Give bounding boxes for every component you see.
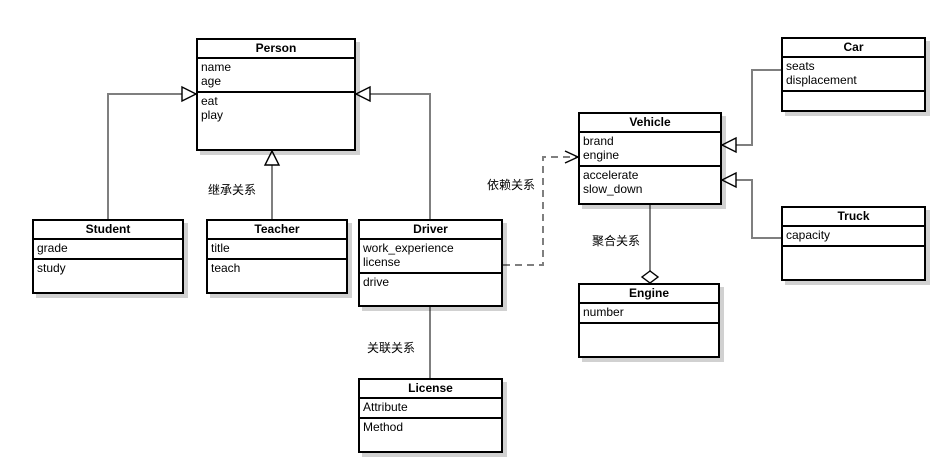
class-box-truck[interactable]: Truck capacity <box>781 206 926 281</box>
class-operations-engine <box>580 324 718 356</box>
class-operations-car <box>783 92 924 110</box>
operation-item: eat <box>201 94 218 108</box>
attribute-item: work_experience <box>363 241 454 255</box>
attribute-item: title <box>211 241 230 255</box>
edge-driver-person[interactable] <box>354 85 431 219</box>
operation-item: Method <box>363 420 404 434</box>
class-attributes-student: grade <box>34 240 182 260</box>
edge-truck-vehicle[interactable] <box>720 171 781 239</box>
operation-item: slow_down <box>583 182 643 196</box>
class-attributes-engine: number <box>580 304 718 324</box>
class-box-teacher[interactable]: Teacher title teach <box>206 219 348 294</box>
class-name-car: Car <box>783 39 924 58</box>
class-box-driver[interactable]: Driver work_experience license drive <box>358 219 503 307</box>
operation-item: study <box>37 261 66 275</box>
attribute-item: Attribute <box>363 400 408 414</box>
class-attributes-license: Attribute <box>360 399 501 419</box>
class-name-license: License <box>360 380 501 399</box>
edge-car-vehicle[interactable] <box>720 69 781 154</box>
dependency-arrowhead <box>564 150 579 164</box>
class-attributes-car: seats displacement <box>783 58 924 92</box>
edge-label-aggregation: 聚合关系 <box>592 234 641 248</box>
edge-label-dependency: 依赖关系 <box>487 178 536 192</box>
attribute-item: number <box>583 305 624 319</box>
generalization-arrowhead <box>354 85 371 103</box>
attribute-item: seats <box>786 59 815 73</box>
class-name-teacher: Teacher <box>208 221 346 240</box>
operation-item: accelerate <box>583 168 639 182</box>
class-box-license[interactable]: License Attribute Method <box>358 378 503 453</box>
edge-teacher-person[interactable] <box>263 149 281 219</box>
class-name-truck: Truck <box>783 208 924 227</box>
class-attributes-vehicle: brand engine <box>580 133 720 167</box>
generalization-arrowhead <box>720 136 737 154</box>
edge-vehicle-engine[interactable] <box>640 205 660 284</box>
attribute-item: engine <box>583 148 620 162</box>
attribute-item: brand <box>583 134 614 148</box>
attribute-item: age <box>201 74 222 88</box>
class-name-engine: Engine <box>580 285 718 304</box>
attribute-item: displacement <box>786 73 857 87</box>
attribute-item: grade <box>37 241 68 255</box>
class-box-student[interactable]: Student grade study <box>32 219 184 294</box>
class-operations-student: study <box>34 260 182 292</box>
class-box-person[interactable]: Person name age eat play <box>196 38 356 151</box>
class-box-engine[interactable]: Engine number <box>578 283 720 358</box>
class-attributes-truck: capacity <box>783 227 924 247</box>
class-attributes-driver: work_experience license <box>360 240 501 274</box>
edge-student-person[interactable] <box>107 85 198 219</box>
generalization-arrowhead <box>181 85 198 103</box>
class-attributes-teacher: title <box>208 240 346 260</box>
class-name-student: Student <box>34 221 182 240</box>
edge-label-inheritance: 继承关系 <box>208 183 257 197</box>
operation-item: teach <box>211 261 241 275</box>
class-name-person: Person <box>198 40 354 59</box>
attribute-item: name <box>201 60 232 74</box>
class-box-vehicle[interactable]: Vehicle brand engine accelerate slow_dow… <box>578 112 722 205</box>
edge-driver-vehicle[interactable] <box>503 150 579 266</box>
attribute-item: license <box>363 255 401 269</box>
aggregation-diamond <box>640 270 660 284</box>
class-operations-person: eat play <box>198 93 354 149</box>
class-name-driver: Driver <box>360 221 501 240</box>
class-operations-license: Method <box>360 419 501 451</box>
generalization-arrowhead <box>720 171 737 189</box>
attribute-item: capacity <box>786 228 831 242</box>
class-operations-teacher: teach <box>208 260 346 292</box>
generalization-arrowhead <box>263 149 281 166</box>
operation-item: drive <box>363 275 390 289</box>
class-name-vehicle: Vehicle <box>580 114 720 133</box>
class-attributes-person: name age <box>198 59 354 93</box>
class-operations-driver: drive <box>360 274 501 305</box>
edge-label-association: 关联关系 <box>367 341 416 355</box>
class-box-car[interactable]: Car seats displacement <box>781 37 926 112</box>
class-operations-truck <box>783 247 924 279</box>
class-operations-vehicle: accelerate slow_down <box>580 167 720 203</box>
operation-item: play <box>201 108 224 122</box>
